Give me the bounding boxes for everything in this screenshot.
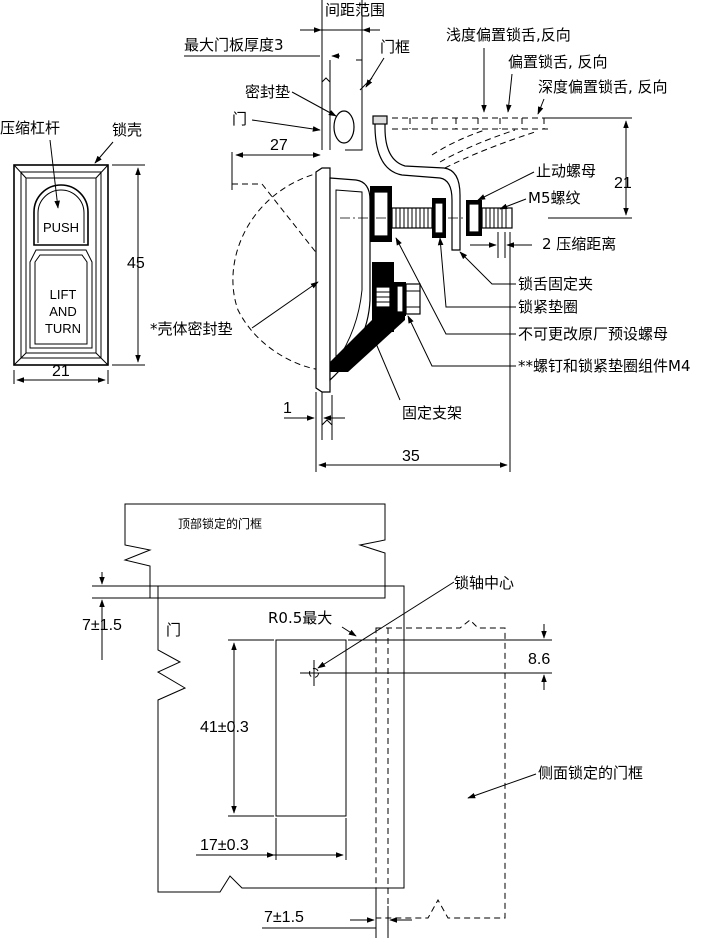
dim-21-right: 21 — [614, 175, 632, 192]
max-door-thickness-label: 最大门板厚度3 — [184, 36, 284, 54]
pivot-center-label: 锁轴中心 — [454, 574, 514, 592]
push-text: PUSH — [43, 220, 79, 235]
dim-41: 41±0.3 — [200, 719, 249, 736]
screw-assembly-label: **螺钉和锁紧垫圈组件M4 — [518, 357, 691, 375]
mounting-bracket-label: 固定支架 — [402, 404, 462, 422]
side-frame-shape — [375, 619, 506, 919]
dim-35: 35 — [402, 448, 420, 465]
factory-nut-label: 不可更改原厂预设螺母 — [518, 325, 668, 343]
door-frame-shape — [345, 59, 363, 151]
housing-seal-label: *壳体密封垫 — [150, 320, 233, 338]
latch-side-view: 间距范围 最大门板厚度3 门框 密封垫 门 — [150, 0, 691, 472]
side-frame-label: 侧面锁定的门框 — [538, 764, 643, 782]
dim-7-top: 7±1.5 — [82, 617, 122, 634]
tongue-clip-label: 锁舌固定夹 — [518, 275, 593, 293]
dim-27: 27 — [270, 137, 288, 154]
door-label-bottom: 门 — [166, 621, 181, 639]
rotation-arc — [232, 171, 323, 371]
door-frame-label: 门框 — [380, 38, 410, 56]
cutout-rect — [275, 639, 347, 817]
latch-face-view: PUSH LIFT AND TURN 压缩杠杆 锁壳 45 21 — [0, 119, 145, 384]
door-label: 门 — [232, 110, 247, 128]
compression-lever-panel — [29, 249, 93, 349]
dim-17: 17±0.3 — [200, 837, 249, 854]
m5-thread-label: M5螺纹 — [528, 189, 581, 207]
radius-label: R0.5最大 — [268, 609, 332, 627]
deep-offset-tongue-label: 深度偏置锁舌, 反向 — [538, 78, 668, 96]
spacing-range-label: 间距范围 — [325, 1, 385, 19]
lift-text: LIFT — [50, 287, 77, 302]
dim-1: 1 — [283, 400, 292, 417]
lock-housing-outline — [13, 164, 109, 366]
offset-tongue-label: 偏置锁舌, 反向 — [508, 53, 608, 71]
shallow-offset-tongue-label: 浅度偏置锁舌,反向 — [446, 26, 571, 44]
lock-housing-label: 锁壳 — [112, 121, 142, 139]
seal-pad-label: 密封垫 — [245, 83, 290, 101]
compression-distance-label: 2 压缩距离 — [542, 235, 616, 253]
push-button — [33, 184, 89, 246]
turn-text: TURN — [45, 321, 81, 336]
seal-pad — [333, 110, 355, 144]
top-frame-label: 顶部锁定的门框 — [178, 516, 262, 531]
door-panel-shape — [156, 585, 405, 893]
cutout-view: 顶部锁定的门框 侧面锁定的门框 锁轴中心 R0.5最大 门 7±1.5 8.6 — [82, 503, 643, 938]
stop-nut-label: 止动螺母 — [536, 162, 596, 180]
dim-45: 45 — [127, 255, 145, 272]
compression-lever-label: 压缩杠杆 — [0, 119, 60, 137]
dim-7-bottom: 7±1.5 — [264, 909, 304, 926]
latch-tongue — [374, 117, 461, 251]
dim-21-bottom: 21 — [52, 363, 70, 380]
dim-8-6: 8.6 — [528, 651, 550, 668]
and-text: AND — [49, 304, 76, 319]
housing-flange — [315, 167, 331, 393]
lock-washer-label: 锁紧垫圈 — [518, 298, 578, 316]
